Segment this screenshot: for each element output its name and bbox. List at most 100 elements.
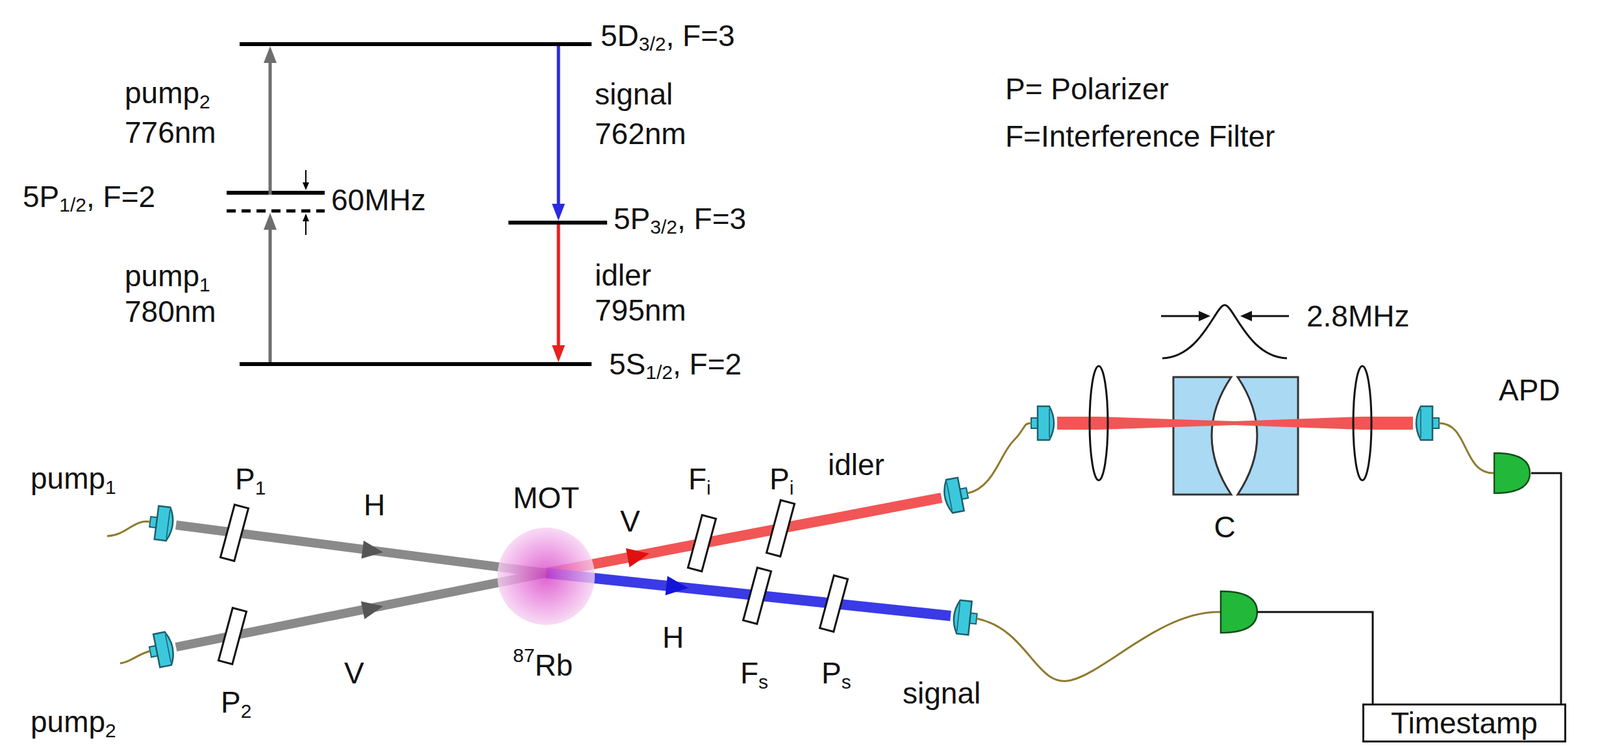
detector-shape — [1493, 452, 1532, 495]
pump1-arrowhead — [361, 540, 384, 562]
text-label: i — [706, 477, 712, 500]
coupler-lens-line — [946, 482, 952, 511]
text-label: 5S — [609, 347, 646, 382]
coupler-body — [1416, 406, 1433, 441]
text-label: 1 — [105, 476, 117, 500]
idler-arrowhead — [625, 544, 652, 568]
box-label: Timestamp — [1390, 706, 1538, 741]
text-label: P — [235, 462, 256, 497]
pump1-transition-head — [263, 212, 277, 230]
virtual-level — [226, 209, 325, 213]
text-label: s — [841, 671, 852, 695]
idler-beam-cavity — [1057, 416, 1413, 430]
pump2-arrowhead — [361, 597, 386, 620]
text-label: 1/2 — [59, 194, 87, 217]
text-label: F — [688, 462, 707, 497]
text-label: idler — [827, 448, 885, 483]
fiber-coupler — [1416, 406, 1439, 441]
linewidth-arrow — [1161, 315, 1200, 318]
detector-node: APD — [1493, 452, 1532, 495]
idler-transition — [557, 224, 561, 347]
linewidth-arrow-head — [1198, 311, 1211, 322]
cavity-mirror — [1237, 377, 1299, 495]
text-label: 2 — [240, 700, 252, 724]
text-label: 1/2 — [645, 361, 673, 385]
text-label: P — [220, 685, 241, 721]
text-label: Rb — [534, 648, 573, 684]
lens — [1089, 366, 1108, 481]
energy-level — [226, 190, 325, 195]
fiber-coupler — [148, 505, 175, 542]
text-label: pump — [124, 259, 200, 294]
text-label: 5D — [600, 18, 639, 54]
detuning-arrow-head — [302, 182, 310, 191]
transmission-peak — [1162, 305, 1288, 359]
optic-plate — [743, 568, 772, 625]
signal-arrowhead — [665, 575, 690, 598]
text-label: MOT — [512, 481, 580, 516]
signal-transition — [557, 46, 561, 206]
text-label: , F=3 — [677, 201, 747, 237]
coupler-body — [153, 631, 176, 668]
text-label: F=Interference Filter — [1005, 119, 1275, 154]
text-label: V — [620, 504, 641, 539]
text-label: H — [363, 488, 386, 523]
text-label: 795nm — [594, 293, 687, 328]
idler-beam — [546, 498, 942, 574]
text-label: idler — [594, 258, 652, 293]
apd-detector — [1494, 453, 1530, 494]
text-label: 1 — [199, 274, 211, 297]
text-label: 776nm — [124, 115, 217, 150]
text-label: 2 — [199, 90, 211, 114]
linewidth-arrow — [1250, 315, 1289, 318]
signal-wire — [1257, 612, 1373, 704]
optical-fiber — [120, 651, 150, 664]
coupler-lens-line — [1048, 409, 1050, 438]
text-label: i — [789, 477, 795, 500]
coupler-body — [941, 477, 964, 515]
text-label: pump — [124, 75, 200, 111]
optic-plate — [820, 575, 849, 633]
linewidth-arrow-head — [1240, 311, 1252, 322]
coupler-body — [951, 600, 972, 636]
text-label: C — [1213, 510, 1236, 545]
text-label: 60MHz — [331, 183, 426, 218]
text-label: 5P — [613, 201, 650, 237]
text-label: pump — [30, 461, 106, 497]
pump2-transition-head — [263, 46, 277, 63]
text-label: , F=2 — [86, 179, 156, 215]
fiber-coupler — [1031, 406, 1054, 441]
pump1-transition — [268, 228, 273, 363]
coupler-body — [1037, 406, 1054, 441]
lens — [1353, 366, 1372, 481]
fiber-coupler — [941, 476, 971, 515]
pump2-transition — [268, 61, 273, 195]
text-label: F — [740, 656, 759, 691]
cavity-mirror — [1173, 377, 1232, 495]
text-label: pump — [30, 705, 106, 740]
text-label: signal — [594, 77, 673, 112]
energy-level — [239, 362, 592, 367]
optic-plate — [218, 608, 247, 665]
text-label: 3/2 — [650, 216, 678, 239]
text-label: , F=2 — [672, 347, 742, 382]
text-label: 1 — [255, 477, 267, 500]
fiber-coupler — [146, 631, 176, 669]
text-label: 5P — [22, 179, 60, 215]
text-label: , F=3 — [666, 18, 736, 54]
coupler-lens-line — [957, 603, 961, 632]
detuning-arrow — [305, 220, 307, 236]
text-label: signal — [902, 676, 981, 712]
text-label: H — [662, 620, 684, 656]
signal-transition-head — [551, 203, 565, 221]
optical-fiber — [1438, 423, 1494, 474]
text-label: P — [821, 656, 842, 691]
text-label: 87 — [512, 644, 535, 668]
signal-detector — [1220, 591, 1258, 634]
coupler-lens-line — [166, 510, 171, 539]
coupler-lens-line — [1420, 409, 1422, 438]
optical-fiber — [967, 423, 1032, 494]
